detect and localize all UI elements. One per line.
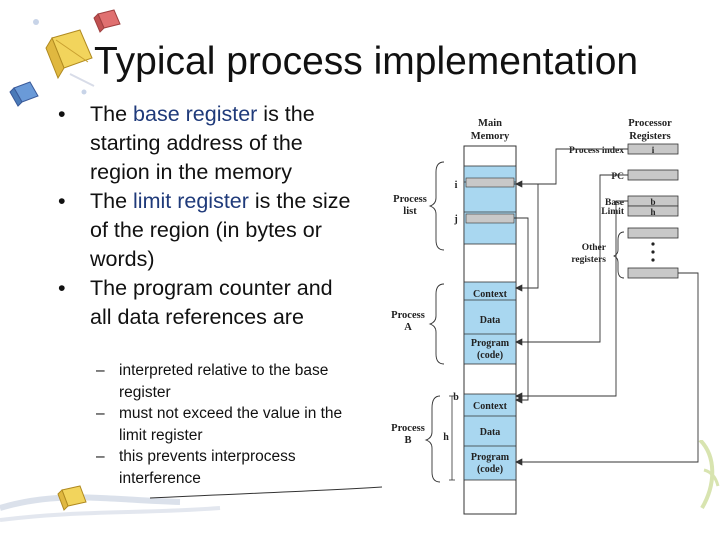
bullet-list: • The base register is the starting addr… bbox=[58, 100, 358, 332]
sub-bullet-item: – this prevents interprocess interferenc… bbox=[92, 446, 362, 489]
bullet-item-program-counter: • The program counter and all data refer… bbox=[58, 274, 358, 332]
process-list-label: Process bbox=[393, 194, 427, 205]
process-list-area bbox=[463, 165, 517, 245]
sub-bullet-text: interpreted relative to the base registe… bbox=[119, 362, 329, 401]
process-list-to-a-arrow bbox=[514, 183, 539, 292]
other-registers-label: Other bbox=[582, 243, 607, 253]
process-b-brace bbox=[424, 395, 441, 483]
bullet-dot: • bbox=[58, 276, 66, 300]
base-value: b bbox=[650, 197, 655, 207]
process-b-label: B bbox=[404, 435, 411, 446]
process-a-brace bbox=[428, 283, 445, 365]
highlight-base-register: base register bbox=[133, 102, 258, 126]
other-registers-brace bbox=[612, 231, 625, 279]
main-memory-label: Memory bbox=[471, 131, 510, 142]
sub-bullet-dash: – bbox=[96, 448, 105, 465]
decorative-waves-icon bbox=[0, 485, 383, 522]
process-b-program: (code) bbox=[477, 464, 503, 475]
other-register-2 bbox=[627, 267, 679, 279]
slide-title: Typical process implementation bbox=[94, 40, 639, 83]
process-list-entry-j bbox=[465, 213, 515, 224]
bullet-text-post: The program counter and all data referen… bbox=[90, 276, 333, 329]
process-b-label: Process bbox=[391, 423, 425, 434]
process-a-region bbox=[463, 281, 517, 365]
marker-b: b bbox=[453, 392, 459, 403]
pc-label: PC bbox=[611, 172, 624, 182]
process-list-label: list bbox=[403, 206, 417, 217]
other-registers-label: registers bbox=[571, 255, 606, 265]
decorative-leaf-icon bbox=[698, 440, 720, 510]
process-a-label: Process bbox=[391, 310, 425, 321]
process-list-entry-i bbox=[465, 177, 515, 188]
process-a-program: Program bbox=[471, 338, 510, 349]
process-list-to-b-arrow bbox=[514, 217, 529, 404]
decorative-cubes-icon bbox=[9, 9, 121, 107]
process-list-brace bbox=[428, 161, 445, 251]
limit-label: Limit bbox=[601, 207, 625, 217]
process-a-program: (code) bbox=[477, 350, 503, 361]
marker-h: h bbox=[443, 432, 449, 443]
pc-arrow bbox=[515, 174, 628, 346]
process-b-region bbox=[463, 393, 517, 481]
process-b-data: Data bbox=[480, 427, 501, 438]
sub-bullet-item: – must not exceed the value in the limit… bbox=[92, 403, 362, 446]
bullet-dot: • bbox=[58, 102, 66, 126]
highlight-limit-register: limit register bbox=[133, 189, 249, 213]
bullet-item-limit-register: • The limit register is the size of the … bbox=[58, 187, 358, 274]
other-register-to-b-arrow bbox=[515, 272, 699, 466]
bullet-text-post: is the size of the region (in bytes or w… bbox=[90, 189, 351, 271]
other-register-1 bbox=[627, 227, 679, 239]
sub-bullet-item: – interpreted relative to the base regis… bbox=[92, 360, 362, 403]
sub-bullet-text: this prevents interprocess interference bbox=[119, 448, 296, 487]
process-index-value: i bbox=[652, 145, 655, 155]
bullet-item-base-register: • The base register is the starting addr… bbox=[58, 100, 358, 187]
sub-bullet-list: – interpreted relative to the base regis… bbox=[92, 360, 362, 489]
process-a-data: Data bbox=[480, 315, 501, 326]
main-memory-label: Main bbox=[478, 118, 502, 129]
processor-registers-label: Registers bbox=[629, 131, 670, 142]
bullet-text-post: is the starting address of the region in… bbox=[90, 102, 315, 184]
base-arrow bbox=[515, 200, 628, 400]
pc-register bbox=[627, 169, 679, 181]
bullet-text-pre: The bbox=[90, 102, 134, 126]
marker-j: j bbox=[453, 214, 457, 225]
process-b-program: Program bbox=[471, 452, 510, 463]
sub-bullet-dash: – bbox=[96, 362, 105, 379]
bullet-dot: • bbox=[58, 189, 66, 213]
limit-register bbox=[627, 205, 679, 217]
sub-bullet-text: must not exceed the value in the limit r… bbox=[119, 405, 343, 444]
processor-registers-label: Processor bbox=[628, 118, 672, 129]
limit-value: h bbox=[650, 207, 655, 217]
sub-bullet-dash: – bbox=[96, 405, 105, 422]
base-label: Base bbox=[605, 198, 624, 208]
marker-i: i bbox=[455, 180, 458, 191]
process-b-context: Context bbox=[473, 401, 508, 412]
process-a-label: A bbox=[404, 322, 412, 333]
bullet-text-pre: The bbox=[90, 189, 134, 213]
process-memory-diagram: Main Memory Processor Registers Context … bbox=[391, 118, 699, 515]
process-a-context: Context bbox=[473, 289, 508, 300]
process-index-label: Process index bbox=[569, 146, 624, 156]
